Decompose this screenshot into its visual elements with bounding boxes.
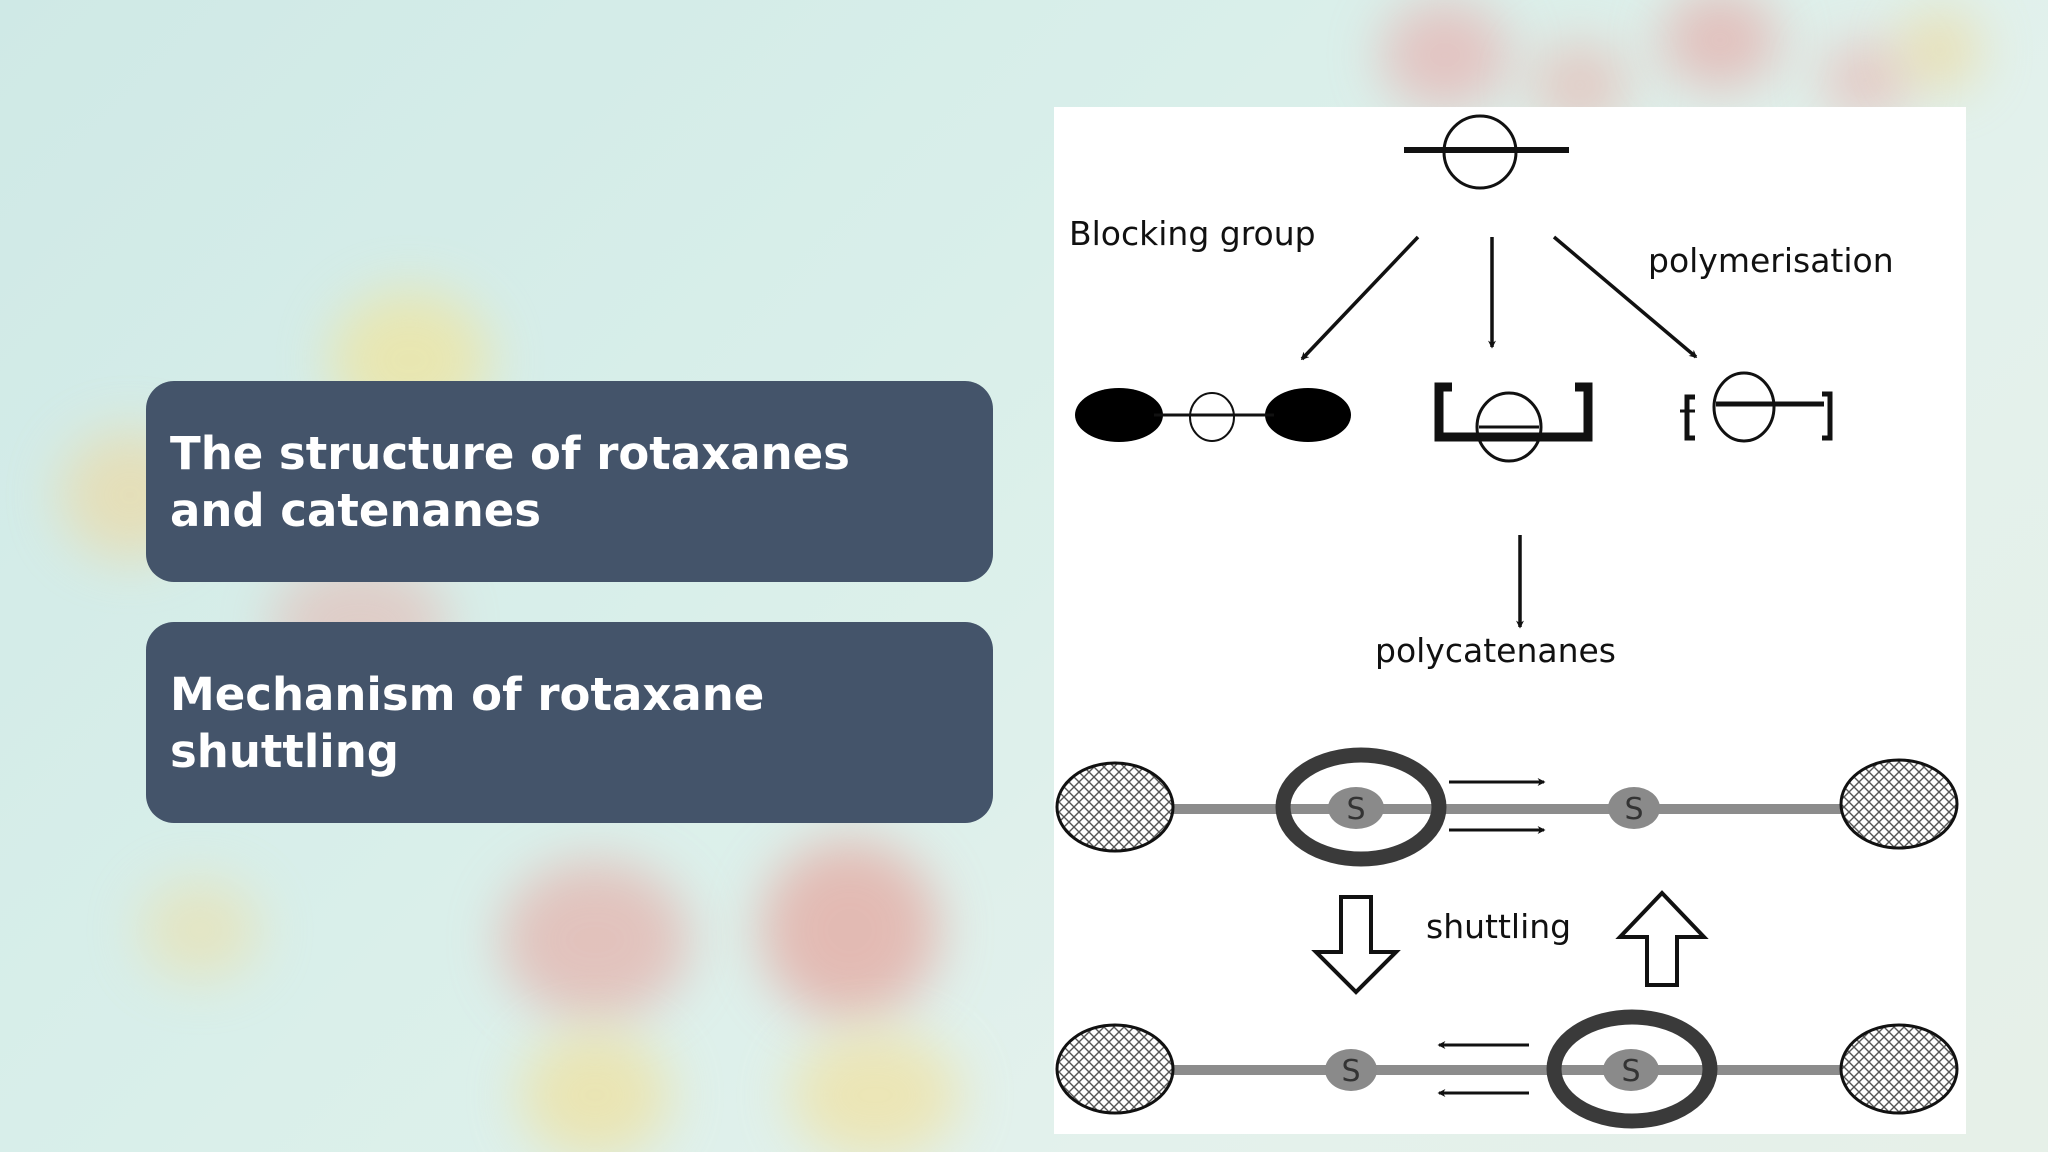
topic-card-shuttling[interactable]: Mechanism of rotaxane shuttling [146,622,993,823]
bg-molecule-blob [1820,40,1910,120]
rotaxane-symbol [1075,388,1351,442]
station-s-label: S [1346,792,1365,827]
bg-molecule-blob [140,880,260,980]
topic-card-title: Mechanism of rotaxane shuttling [170,667,765,778]
label-polymerisation: polymerisation [1648,241,1894,280]
bg-molecule-blob [1900,10,1980,90]
bg-molecule-blob [760,840,940,1020]
bg-molecule-blob [790,1030,960,1152]
station-s-label: S [1341,1054,1360,1089]
polyrotaxane-symbol [1680,371,1833,443]
station-s-label: S [1621,1054,1640,1089]
topic-card-structure[interactable]: The structure of rotaxanes and catenanes [146,381,993,582]
arrow-polymerisation [1552,235,1698,359]
shuttle-state-top [1055,747,1959,867]
shuttle-state-bottom [1055,1009,1959,1129]
hollow-up-arrow [1615,890,1709,987]
catenane-symbol [1434,382,1593,463]
bg-molecule-blob [1660,0,1780,90]
arrow-blocking [1300,235,1420,361]
bg-molecule-blob [520,1030,670,1152]
bg-molecule-blob [500,860,690,1020]
label-polycatenanes: polycatenanes [1375,631,1616,670]
label-blocking-group: Blocking group [1069,214,1316,253]
label-shuttling: shuttling [1426,907,1572,946]
rotaxane-diagram: S S S S Blocking group polymerisation po… [1054,107,1966,1134]
bg-molecule-blob [1380,0,1510,110]
hollow-down-arrow [1311,895,1401,995]
station-s-label: S [1624,792,1643,827]
topic-card-title: The structure of rotaxanes and catenanes [170,426,850,537]
pseudorotaxane-symbol [1404,114,1569,190]
diagram-graphics: S S S S [1055,114,1959,1129]
